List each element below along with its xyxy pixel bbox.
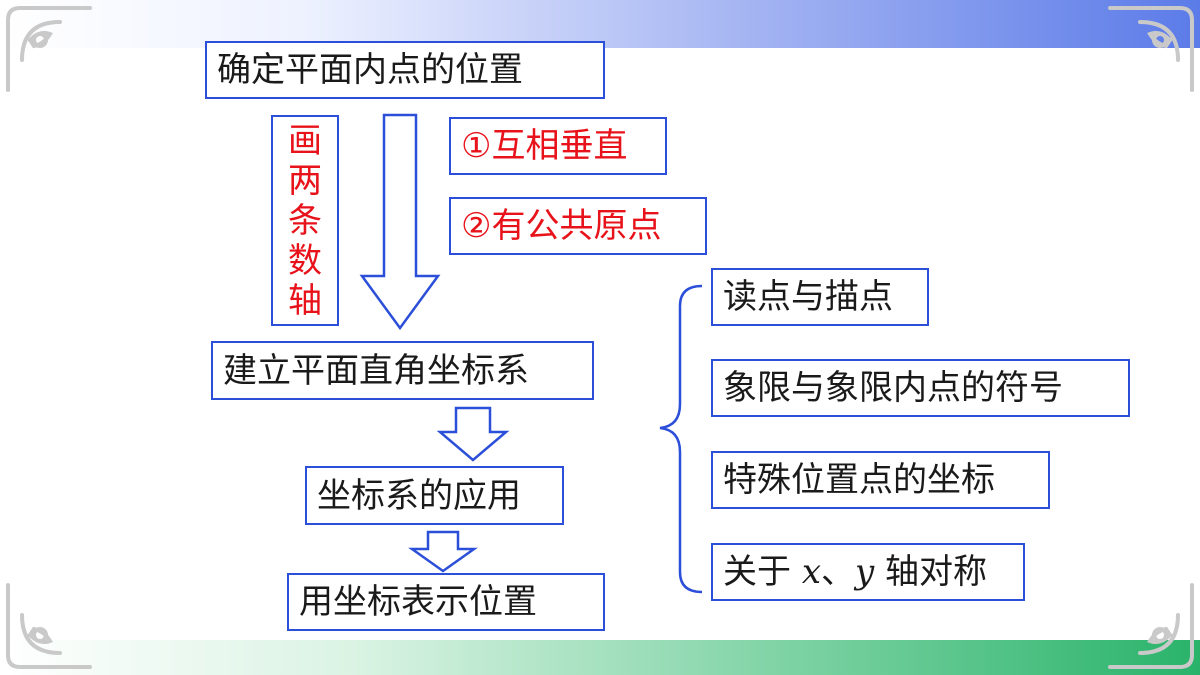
axes-char-3: 条 — [288, 201, 322, 241]
node-determine-position-label: 确定平面内点的位置 — [217, 50, 523, 90]
ornament-top-left-icon — [6, 6, 92, 92]
node-establish-system: 建立平面直角坐标系 — [211, 341, 594, 400]
branch-special-points-label: 特殊位置点的坐标 — [723, 460, 995, 500]
node-application-label: 坐标系的应用 — [317, 475, 521, 516]
node-determine-position: 确定平面内点的位置 — [205, 41, 605, 99]
big-down-arrow-icon — [359, 113, 441, 331]
axes-char-4: 数 — [288, 241, 322, 281]
node-condition-1: ①互相垂直 — [449, 117, 667, 175]
down-arrow-1-icon — [436, 406, 510, 462]
branch-quadrant-signs: 象限与象限内点的符号 — [711, 359, 1130, 417]
branch-read-plot-label: 读点与描点 — [723, 277, 893, 317]
branch-quadrant-signs-label: 象限与象限内点的符号 — [723, 368, 1063, 408]
node-condition-1-label: ①互相垂直 — [461, 126, 628, 166]
branch-symmetry-suffix: 轴对称 — [874, 552, 988, 592]
ornament-bottom-right-icon — [1108, 583, 1194, 669]
axes-char-1: 画 — [288, 121, 322, 161]
axes-char-5: 轴 — [288, 281, 322, 321]
axes-char-2: 两 — [288, 161, 322, 201]
left-brace-icon — [659, 284, 703, 594]
branch-symmetry-x: x — [801, 552, 821, 592]
branch-symmetry-sep: 、 — [821, 552, 855, 592]
branch-symmetry-prefix: 关于 — [723, 552, 802, 592]
branch-symmetry: 关于 x、y 轴对称 — [711, 543, 1025, 601]
branch-read-plot: 读点与描点 — [711, 268, 929, 326]
node-represent-position-label: 用坐标表示位置 — [299, 582, 537, 622]
node-draw-two-axes: 画 两 条 数 轴 — [271, 115, 339, 326]
bottom-banner — [0, 640, 1200, 675]
node-represent-position: 用坐标表示位置 — [287, 573, 605, 631]
node-application: 坐标系的应用 — [305, 466, 564, 525]
down-arrow-2-icon — [408, 530, 478, 573]
branch-symmetry-y: y — [855, 552, 875, 592]
node-condition-2-label: ②有公共原点 — [461, 206, 662, 246]
branch-special-points: 特殊位置点的坐标 — [711, 451, 1050, 509]
top-banner — [0, 0, 1200, 48]
ornament-top-right-icon — [1108, 6, 1194, 92]
node-establish-system-label: 建立平面直角坐标系 — [223, 350, 529, 391]
ornament-bottom-left-icon — [6, 583, 92, 669]
node-condition-2: ②有公共原点 — [449, 197, 707, 255]
